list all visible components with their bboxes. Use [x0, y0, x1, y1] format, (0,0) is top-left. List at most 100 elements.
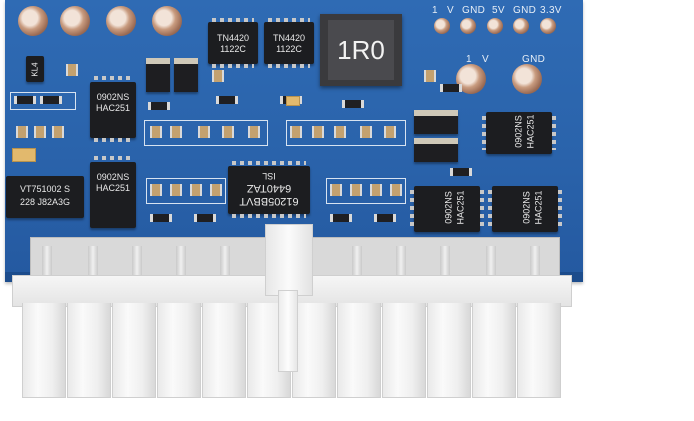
chip-pins	[94, 76, 132, 80]
solder-pad	[434, 18, 450, 34]
silkscreen-outline	[10, 92, 76, 110]
connector-pin	[530, 246, 540, 276]
connector-pin	[396, 246, 406, 276]
capacitor-smd	[330, 184, 342, 196]
resistor	[330, 214, 352, 222]
chip-pins	[480, 190, 484, 228]
module-chip: VT751002 S 228 J82A3G	[6, 176, 84, 218]
resistor	[450, 168, 472, 176]
capacitor-smd	[312, 126, 324, 138]
capacitor	[414, 110, 458, 134]
chip-line: HAC251	[455, 190, 466, 225]
header-label: GND	[462, 5, 486, 16]
capacitor-smd	[150, 126, 162, 138]
solder-pad	[60, 6, 90, 36]
silkscreen-outline	[144, 120, 268, 146]
resistor	[40, 96, 62, 104]
capacitor	[146, 58, 170, 92]
connector-latch	[265, 224, 313, 296]
connector-cell	[292, 303, 336, 398]
header-label: 1	[432, 5, 438, 16]
chip-pins	[482, 116, 486, 150]
inductor-marking: 1R0	[328, 20, 394, 80]
chip-line: KL4	[30, 62, 40, 77]
connector-pin	[486, 246, 496, 276]
capacitor-smd	[370, 184, 382, 196]
resistor	[374, 214, 396, 222]
solder-pad	[106, 6, 136, 36]
connector-cell	[22, 303, 66, 398]
capacitor-smd	[150, 184, 162, 196]
capacitor-smd	[424, 70, 436, 82]
connector-pin	[176, 246, 186, 276]
chip-line: 61205BBVT	[239, 195, 299, 207]
capacitor-smd	[34, 126, 46, 138]
chip-line: 228 J82A3G	[19, 197, 71, 207]
resistor	[194, 214, 216, 222]
mosfet-chip: 0902NS HAC251	[492, 186, 558, 232]
chip-line: HAC251	[525, 114, 536, 149]
chip-pins	[268, 64, 310, 68]
capacitor-smd	[170, 126, 182, 138]
capacitor-smd	[384, 126, 396, 138]
connector-cell	[67, 303, 111, 398]
connector-pin	[352, 246, 362, 276]
capacitor-smd	[212, 70, 224, 82]
mosfet-chip: 0902NS HAC251	[90, 162, 136, 228]
chip-line: 1122C	[220, 44, 246, 54]
chip-line: 0902NS	[521, 191, 532, 224]
chip-pins	[488, 190, 492, 228]
header-label: GND	[522, 54, 546, 65]
capacitor-smd	[334, 126, 346, 138]
chip-line: ISL	[262, 171, 276, 181]
resistor	[148, 102, 170, 110]
capacitor-smd	[190, 184, 202, 196]
capacitor-smd	[390, 184, 402, 196]
connector-cell	[202, 303, 246, 398]
capacitor-smd	[52, 126, 64, 138]
silkscreen-outline	[326, 178, 406, 204]
solder-pad	[460, 18, 476, 34]
capacitor-smd	[66, 64, 78, 76]
header-label: 5V	[492, 5, 505, 16]
solder-pad	[513, 18, 529, 34]
header-label: GND	[513, 5, 537, 16]
chip-line: 0902NS	[96, 92, 130, 102]
connector-pin	[132, 246, 142, 276]
capacitor-smd	[198, 126, 210, 138]
mosfet-chip: TN4420 1122C	[264, 22, 314, 64]
solder-pad	[18, 6, 48, 36]
capacitor-smd	[16, 126, 28, 138]
resistor	[216, 96, 238, 104]
capacitor-smd	[222, 126, 234, 138]
mosfet-chip: 0902NS HAC251	[90, 82, 136, 138]
chip-pins	[232, 214, 306, 218]
mosfet-chip: 0902NS HAC251	[486, 112, 552, 154]
chip-line: TN4420	[272, 33, 306, 43]
chip-line: TN4420	[216, 33, 250, 43]
connector-cell	[382, 303, 426, 398]
mosfet-chip: TN4420 1122C	[208, 22, 258, 64]
solder-pad	[487, 18, 503, 34]
tantalum-cap	[12, 148, 36, 162]
chip-pins	[232, 161, 306, 165]
capacitor-smd	[350, 184, 362, 196]
header-label: V	[482, 54, 489, 65]
chip-line: 1122C	[276, 44, 302, 54]
chip-pins	[558, 190, 562, 228]
tantalum-cap	[286, 96, 300, 106]
connector-latch-stem	[278, 290, 298, 372]
silkscreen-outline	[286, 120, 406, 146]
chip-pins	[268, 18, 310, 22]
resistor	[440, 84, 462, 92]
chip-pins	[212, 18, 254, 22]
header-label: 1	[466, 54, 472, 65]
inductor: 1R0	[320, 14, 402, 86]
capacitor-smd	[170, 184, 182, 196]
capacitor-smd	[360, 126, 372, 138]
connector-cell	[427, 303, 471, 398]
chip-line: 6440TAZ	[246, 182, 292, 194]
capacitor-smd	[248, 126, 260, 138]
controller-chip: ISL 6440TAZ 61205BBVT	[228, 166, 310, 214]
